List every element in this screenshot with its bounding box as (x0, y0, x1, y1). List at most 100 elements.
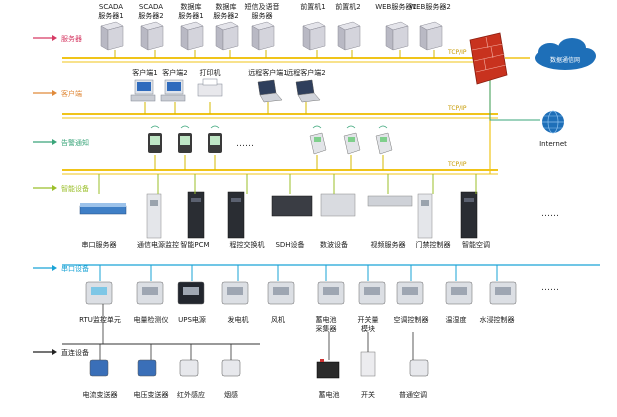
mobile-phone-icon (208, 125, 222, 153)
level-alarm: 告警通知 (33, 138, 89, 147)
smart-device-node[interactable]: 智能PCM (180, 174, 210, 249)
smart-device-node[interactable]: 通信电源监控 (137, 174, 179, 249)
smart-device-icon (79, 203, 127, 215)
serial-device-name-line1: 温湿度 (446, 315, 467, 324)
smart-device-name: 数波设备 (320, 240, 348, 249)
server-tower-icon (180, 21, 204, 51)
smart-device-node[interactable]: SDH设备 (271, 174, 313, 249)
mobile-phone-icon (148, 125, 162, 153)
serial-ellipsis: …… (541, 283, 559, 293)
server-node[interactable]: WEB服务器2 (409, 2, 451, 58)
smart-device-name: 智能PCM (180, 240, 209, 249)
smart-device-node[interactable]: 程控交换机 (227, 174, 265, 249)
smart-device-name: 视频服务器 (371, 240, 406, 249)
client-name: 客户端2 (162, 68, 187, 77)
server-tower-icon (302, 21, 326, 51)
serial-device-name-line1: RTU监控单元 (79, 315, 121, 324)
server-name-line1: 数据库 (181, 2, 202, 11)
internet-link (489, 80, 540, 121)
serial-device-node[interactable]: 风机 (267, 265, 295, 324)
server-name-line1: 数据库 (216, 2, 237, 11)
direct-device-name: 红外感应 (177, 390, 205, 399)
server-name-line1: WEB服务器2 (409, 2, 451, 11)
serial-device-name-line2: 采集器 (316, 324, 337, 333)
printer-icon (197, 78, 223, 97)
direct-device-node[interactable]: 电压变送器 (134, 359, 169, 399)
serial-device-node[interactable]: UPS电源 (177, 265, 206, 324)
serial-device-node[interactable]: 温湿度 (446, 265, 473, 324)
direct-device-name: 普通空调 (399, 390, 427, 399)
client-node[interactable]: 远程客户端2 (286, 68, 326, 114)
laptop-icon (295, 79, 321, 103)
direct-device-icon (409, 359, 429, 377)
sms-phone-device (148, 125, 162, 170)
smart-device-icon (460, 191, 478, 239)
desk-phone-device (309, 125, 327, 170)
client-node[interactable]: 客户端2 (160, 68, 188, 114)
desktop-icon (160, 79, 186, 102)
direct-device-node[interactable]: 开关 (360, 351, 376, 399)
smart-device-node[interactable]: 串口服务器 (79, 174, 127, 249)
server-name-line1: SCADA (139, 3, 163, 11)
serial-device-icon (177, 281, 205, 305)
server-node[interactable]: 前置机2 (335, 2, 361, 58)
server-tower-icon (215, 21, 239, 51)
direct-device-group: 电流变送器电压变送器红外感应烟感蓄电池开关普通空调 (83, 304, 429, 399)
firewall-icon (469, 32, 508, 85)
serial-device-node[interactable]: 电量检测仪 (134, 265, 169, 324)
serial-device-node[interactable]: 发电机 (221, 265, 249, 324)
smart-device-node[interactable]: 视频服务器 (367, 174, 413, 249)
server-tower-icon (140, 21, 164, 51)
sms-phone-device (178, 125, 192, 170)
smart-device-icon (227, 191, 245, 239)
internet-label: Internet (539, 140, 567, 148)
serial-device-node[interactable]: RTU监控单元 (79, 265, 121, 324)
direct-device-node[interactable]: 烟感 (221, 359, 241, 399)
direct-device-name: 电流变送器 (83, 390, 118, 399)
direct-device-name: 烟感 (224, 390, 238, 399)
desk-phone-icon (309, 125, 327, 155)
direct-device-node[interactable]: 普通空调 (399, 359, 429, 399)
serial-device-name-line1: 空调控制器 (394, 315, 429, 324)
server-tower-icon (419, 21, 443, 51)
smart-device-name: 智能空调 (462, 240, 490, 249)
client-name: 打印机 (200, 68, 221, 77)
bus-lines (62, 57, 600, 345)
server-node[interactable]: 前置机1 (300, 2, 326, 58)
level-smart-label: 智能设备 (61, 184, 89, 193)
client-node[interactable]: 客户端1 (130, 68, 158, 114)
direct-device-name: 电压变送器 (134, 390, 169, 399)
serial-device-name-line2: 模块 (361, 324, 375, 333)
serial-device-node[interactable]: 水浸控制器 (480, 265, 517, 324)
server-tower-icon (385, 21, 409, 51)
direct-device-node[interactable]: 蓄电池 (316, 359, 340, 399)
smart-device-icon (417, 193, 433, 239)
server-name-line2: 服务器 (252, 11, 273, 20)
server-node[interactable]: WEB服务器1 (375, 2, 417, 58)
smart-device-icon (367, 195, 413, 207)
server-name-line1: SCADA (99, 3, 123, 11)
client-node[interactable]: 远程客户端1 (248, 68, 288, 114)
direct-device-node[interactable]: 红外感应 (177, 359, 205, 399)
smart-device-node[interactable]: 数波设备 (320, 174, 356, 249)
serial-device-node[interactable]: 空调控制器 (394, 265, 429, 324)
direct-device-node[interactable]: 电流变送器 (83, 359, 118, 399)
smart-device-icon (271, 195, 313, 217)
smart-device-node[interactable]: 门禁控制器 (416, 174, 451, 249)
direct-device-icon (137, 359, 157, 377)
client-node[interactable]: 打印机 (197, 68, 223, 114)
serial-device-icon (85, 281, 113, 305)
server-tower-icon (100, 21, 124, 51)
protocol-label-client: TCP/IP (447, 105, 467, 112)
smart-device-node[interactable]: 智能空调 (460, 174, 490, 249)
serial-device-name-line1: 蓄电池 (316, 315, 337, 324)
